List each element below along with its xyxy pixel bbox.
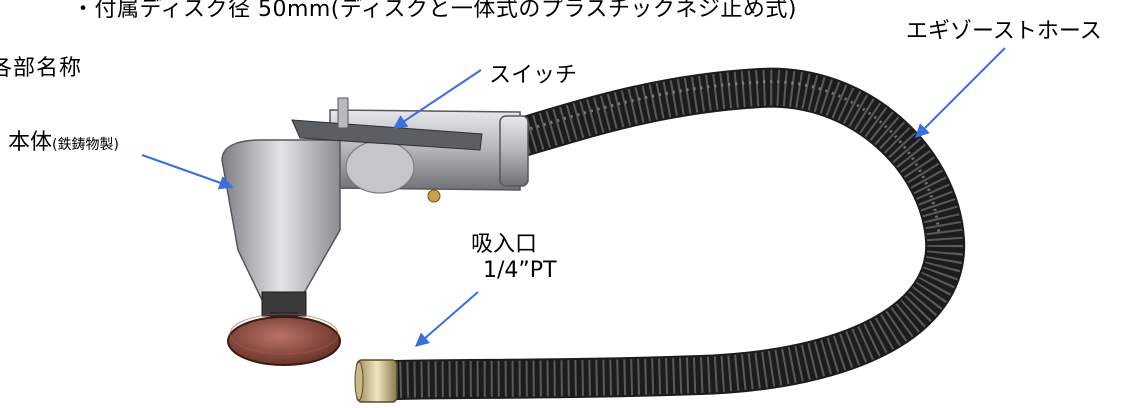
label-inlet: 吸入口 <box>471 232 538 257</box>
arrow-switch <box>392 69 482 129</box>
label-exhaust-hose: エギゾーストホース <box>906 19 1102 44</box>
label-body-text: 本体 <box>8 130 53 155</box>
leader-arrows <box>141 47 1006 347</box>
exhaust-hose <box>394 67 966 400</box>
arrow-body <box>141 154 234 190</box>
arrow-inlet <box>414 291 479 347</box>
sanding-disc <box>227 313 341 366</box>
inlet-fitting <box>354 359 398 403</box>
arrow-exhaust-hose <box>915 47 1006 138</box>
label-switch: スイッチ <box>489 63 578 88</box>
accessory-disc-note: ・付属ディスク径 50mm(ディスクと一体式のプラスチックネジ止め式) <box>72 0 797 22</box>
label-inlet-size: 1/4”PT <box>483 258 557 283</box>
parts-heading: 各部名称 <box>0 56 83 81</box>
label-body-material-note: (鉄鋳物製) <box>52 137 119 153</box>
label-body: 本体(鉄鋳物製) <box>8 124 119 156</box>
tool-body <box>221 97 529 330</box>
